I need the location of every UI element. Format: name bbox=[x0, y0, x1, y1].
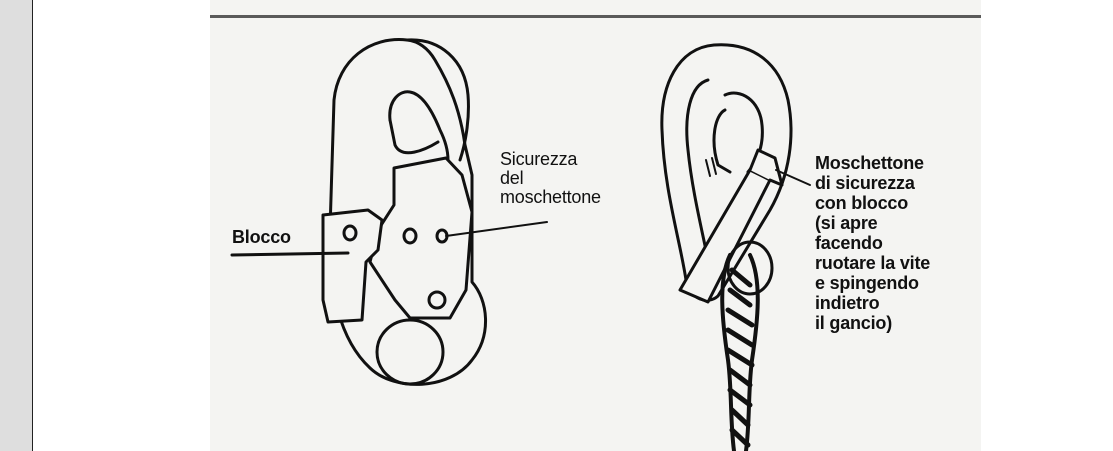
label-lock: Blocco bbox=[232, 228, 291, 247]
label-gate-line-1: Sicurezza bbox=[500, 150, 577, 169]
label-carabiner-line-4: (si apre bbox=[815, 214, 877, 233]
label-carabiner-line-7: e spingendo bbox=[815, 274, 919, 293]
label-gate-line-2: del bbox=[500, 169, 523, 188]
screw-lock-carabiner-drawing bbox=[662, 45, 810, 451]
label-carabiner-line-3: con blocco bbox=[815, 194, 908, 213]
snap-hook-drawing bbox=[232, 40, 547, 385]
label-carabiner-line-9: il gancio) bbox=[815, 314, 892, 333]
label-carabiner-line-2: di sicurezza bbox=[815, 174, 915, 193]
label-carabiner-line-5: facendo bbox=[815, 234, 883, 253]
label-carabiner-line-6: ruotare la vite bbox=[815, 254, 930, 273]
safety-hook-illustration: Blocco Sicurezza del moschettone Moschet… bbox=[210, 0, 981, 451]
left-gutter-panel bbox=[0, 0, 33, 451]
label-gate-line-3: moschettone bbox=[500, 188, 601, 207]
label-carabiner-line-1: Moschettone bbox=[815, 154, 924, 173]
label-carabiner-line-8: indietro bbox=[815, 294, 879, 313]
